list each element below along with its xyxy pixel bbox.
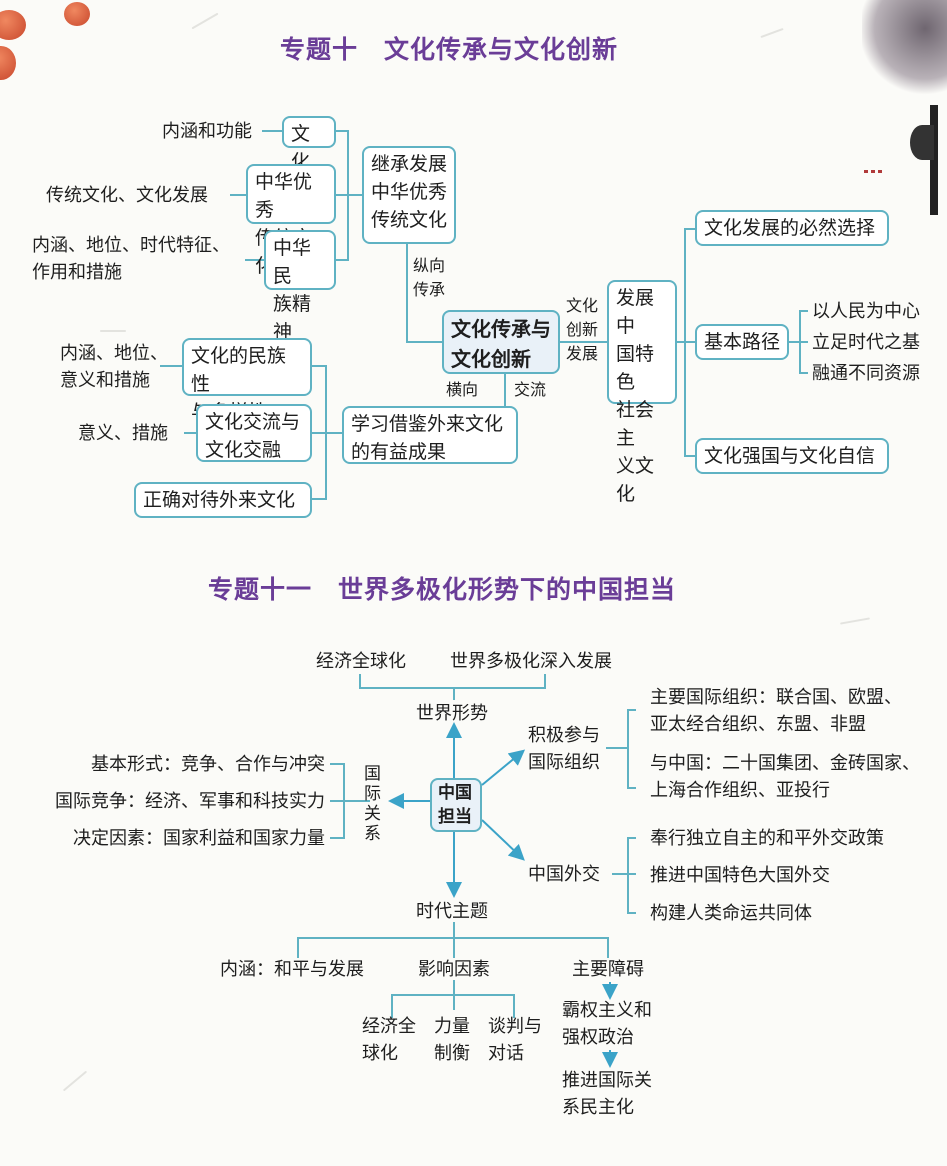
relations-item-3: 决定因素：国家利益和国家力量: [73, 828, 325, 849]
decoration-ink-stroke: [930, 105, 938, 215]
cultural-confidence-node: 文化强国与文化自信: [695, 438, 889, 474]
theme-meaning: 内涵：和平与发展: [220, 959, 364, 980]
orgs-item-1: 主要国际组织：联合国、欧盟、 亚太经合组织、东盟、非盟: [650, 687, 902, 735]
factor-2: 力量 制衡: [434, 1016, 470, 1064]
diversity-node: 文化的民族性 与多样性: [182, 338, 312, 423]
culture-note: 内涵和功能: [162, 121, 252, 142]
traditional-culture-node: 中华优秀 传统文化: [246, 164, 336, 277]
obstacle-democratization: 推进国际关 系民主化: [562, 1070, 652, 1118]
topic11-title: 专题十一 世界多极化形势下的中国担当: [208, 575, 677, 604]
diversity-note: 内涵、地位、 意义和措施: [60, 343, 168, 391]
world-item-2: 世界多极化深入发展: [450, 651, 612, 672]
inevitable-choice-node: 文化发展的必然选择: [695, 210, 889, 246]
decoration-fruit-1: [0, 10, 26, 40]
era-theme-label: 时代主题: [416, 901, 488, 922]
obstacle-hegemony: 霸权主义和 强权政治: [562, 1000, 652, 1048]
diplomacy-label: 中国外交: [528, 864, 600, 885]
diplomacy-item-3: 构建人类命运共同体: [650, 903, 812, 924]
diplomacy-item-2: 推进中国特色大国外交: [650, 865, 830, 886]
obstacles-label: 主要障碍: [572, 959, 644, 980]
learn-foreign-node: 学习借鉴外来文化 的有益成果: [342, 406, 518, 464]
topic11-center-node: 中国 担当: [430, 778, 482, 832]
decoration-fleck: [100, 330, 126, 332]
decoration-ink-blob: [910, 125, 934, 160]
orgs-item-2: 与中国：二十国集团、金砖国家、 上海合作组织、亚投行: [650, 753, 920, 801]
decoration-seal-dots: [864, 170, 884, 173]
world-situation-label: 世界形势: [416, 703, 488, 724]
factors-label: 影响因素: [418, 959, 490, 980]
decoration-ink-rock: [862, 0, 947, 95]
culture-node: 文化: [282, 116, 336, 173]
learn-link-label-left: 横向: [446, 380, 479, 399]
topic10-title: 专题十 文化传承与文化创新: [280, 35, 619, 64]
path-item-2: 立足时代之基: [812, 332, 920, 353]
diplomacy-item-1: 奉行独立自主的和平外交政策: [650, 828, 884, 849]
develop-link-label: 文化 创新 发展: [566, 296, 599, 363]
national-spirit-note: 内涵、地位、时代特征、 作用和措施: [32, 235, 230, 283]
path-item-3: 融通不同资源: [812, 363, 920, 384]
topic10-center-node: 文化传承与 文化创新: [442, 310, 560, 374]
factor-3: 谈判与 对话: [488, 1016, 542, 1064]
decoration-fruit-2: [0, 46, 16, 80]
traditional-culture-note: 传统文化、文化发展: [46, 185, 208, 206]
relations-label: 国 际 关 系: [364, 764, 381, 844]
basic-path-node: 基本路径: [695, 324, 789, 360]
path-item-1: 以人民为中心: [812, 301, 920, 322]
learn-link-label-right: 交流: [514, 380, 547, 399]
exchange-note: 意义、措施: [78, 423, 168, 444]
relations-item-1: 基本形式：竞争、合作与冲突: [91, 754, 325, 775]
socialist-culture-node: 发展中 国特色 社会主 义文化: [607, 280, 677, 505]
inherit-node: 继承发展 中华优秀 传统文化: [362, 146, 456, 244]
relations-item-2: 国际竞争：经济、军事和科技实力: [55, 791, 325, 812]
national-spirit-node: 中华民 族精神: [264, 230, 336, 343]
treat-foreign-node: 正确对待外来文化: [134, 482, 312, 518]
decoration-fruit-3: [64, 2, 90, 26]
world-item-1: 经济全球化: [316, 651, 406, 672]
exchange-node: 文化交流与 文化交融: [196, 404, 312, 462]
factor-1: 经济全 球化: [362, 1016, 416, 1064]
orgs-label: 积极参与 国际组织: [528, 725, 600, 773]
inherit-link-label: 纵向 传承: [413, 256, 446, 299]
